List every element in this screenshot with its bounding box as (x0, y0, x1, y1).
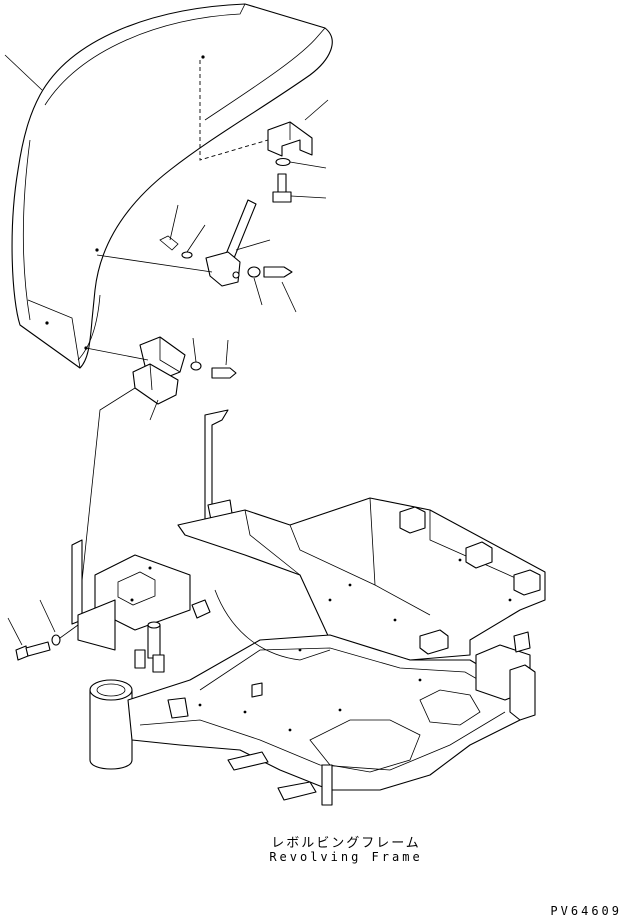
revolving-frame (71, 409, 546, 806)
drawing-code: PV64609 (550, 904, 622, 918)
hood-cover (4, 3, 333, 369)
caption-english: Revolving Frame (269, 850, 423, 864)
upper-bracket (267, 99, 329, 203)
caption-japanese: レボルビングフレーム (271, 836, 421, 851)
mounting-bolt-washer (7, 599, 79, 661)
hood-hinge (79, 336, 237, 601)
hood-stay (96, 199, 297, 313)
